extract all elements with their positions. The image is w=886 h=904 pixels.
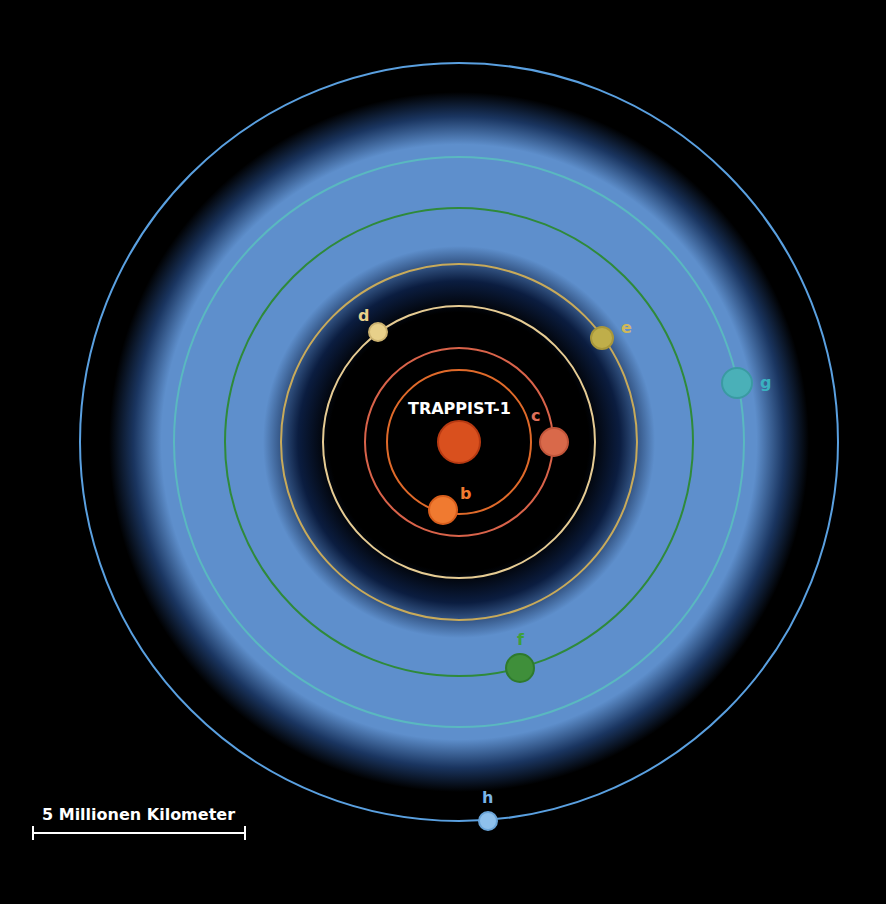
planet-name: c [531,408,540,424]
planet-circle [590,326,614,350]
orbit-e [281,264,637,620]
scale-label: 5 Millionen Kilometer [42,807,235,823]
planet-node [428,495,458,525]
planet-circle [368,322,388,342]
orbit-f [225,208,693,676]
planet-circle [721,367,753,399]
orbit-d [323,306,595,578]
orbit-b [387,370,531,514]
planet-name: e [621,320,632,336]
planet-name: h [482,790,493,806]
planet-node [505,653,535,683]
planet-node [478,811,498,831]
star-circle [437,420,481,464]
orbit-c [365,348,553,536]
orbit-h [80,63,838,821]
planet-name: d [358,308,369,324]
planet-node [539,427,569,457]
scale-bar [33,826,245,840]
planet-node [590,326,614,350]
planet-circle [505,653,535,683]
planet-name: f [517,632,524,648]
planet-node [368,322,388,342]
star-node [437,420,481,464]
star-name: TRAPPIST-1 [408,401,511,417]
planet-name: g [760,375,771,391]
habitable-zone [109,92,809,792]
planet-circle [539,427,569,457]
planet-circle [478,811,498,831]
orbit-g [174,157,744,727]
planet-name: b [460,486,471,502]
planet-node [721,367,753,399]
planet-circle [428,495,458,525]
